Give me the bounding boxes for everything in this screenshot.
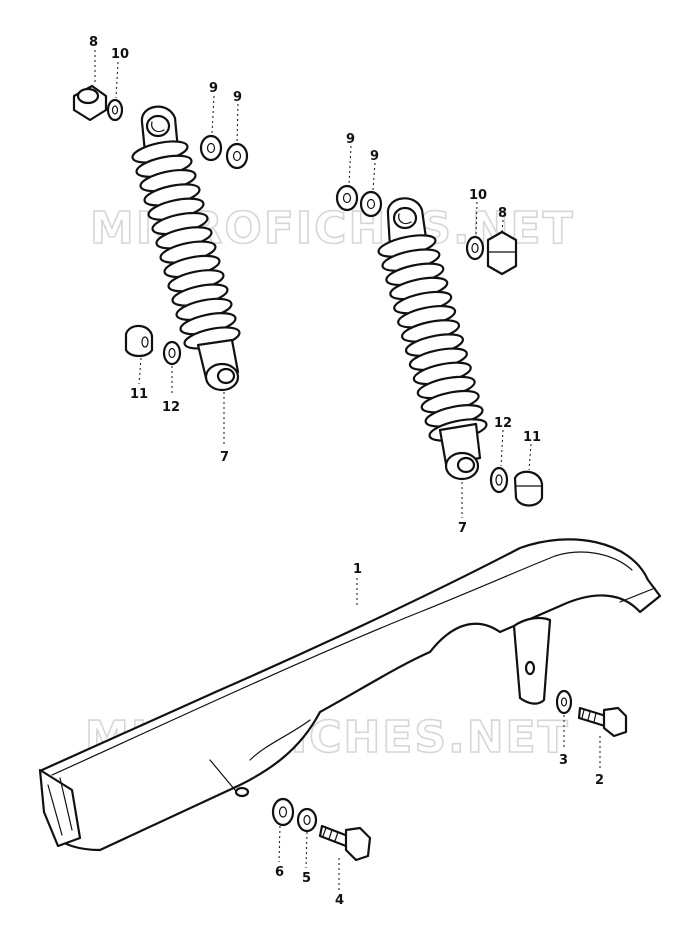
washer-12-left — [162, 340, 182, 366]
cap-nut-8-right — [486, 230, 518, 276]
callout-7-left: 7 — [220, 450, 229, 465]
callout-12-right: 12 — [494, 416, 512, 431]
spring-right — [377, 234, 488, 442]
callout-10-right: 10 — [469, 188, 487, 203]
callout-4: 4 — [335, 893, 344, 908]
callout-8-right: 8 — [498, 206, 507, 221]
lock-washer-5 — [296, 807, 318, 833]
shock-absorber-left — [131, 105, 241, 392]
callout-11-left: 11 — [130, 387, 148, 402]
callout-5: 5 — [302, 871, 311, 886]
callout-6: 6 — [275, 865, 284, 880]
callout-8-left: 8 — [89, 35, 98, 50]
leader-lines — [94, 50, 601, 890]
washer-10-right — [465, 235, 485, 261]
spring-washer-9b-right — [359, 190, 383, 218]
cap-nut-8-left — [72, 84, 108, 122]
washer-12-right — [489, 466, 509, 494]
bolt-4 — [318, 824, 372, 862]
spring-washer-9a-right — [335, 184, 359, 212]
cap-nut-11-left — [124, 324, 154, 358]
callout-10-left: 10 — [111, 47, 129, 62]
callout-11-right: 11 — [523, 430, 541, 445]
callout-12-left: 12 — [162, 400, 180, 415]
bolt-2 — [577, 706, 628, 738]
callout-1: 1 — [353, 562, 362, 577]
shock-absorber-right — [377, 197, 488, 481]
spring-left — [131, 140, 241, 350]
callout-9b-left: 9 — [233, 90, 242, 105]
callout-9a-right: 9 — [346, 132, 355, 147]
callout-7-right: 7 — [458, 521, 467, 536]
washer-10-left — [106, 98, 124, 122]
callout-labels: 8 10 9 9 11 12 7 9 9 10 8 12 11 7 1 3 2 … — [89, 35, 604, 908]
chain-case — [38, 538, 662, 852]
callout-9b-right: 9 — [370, 149, 379, 164]
callout-9a-left: 9 — [209, 81, 218, 96]
washer-6 — [271, 797, 295, 827]
cap-nut-11-right — [513, 470, 544, 507]
spring-washer-9b-left — [225, 142, 249, 170]
callout-3: 3 — [559, 753, 568, 768]
callout-2: 2 — [595, 773, 604, 788]
washer-3 — [555, 689, 573, 715]
spring-washer-9a-left — [199, 134, 223, 162]
